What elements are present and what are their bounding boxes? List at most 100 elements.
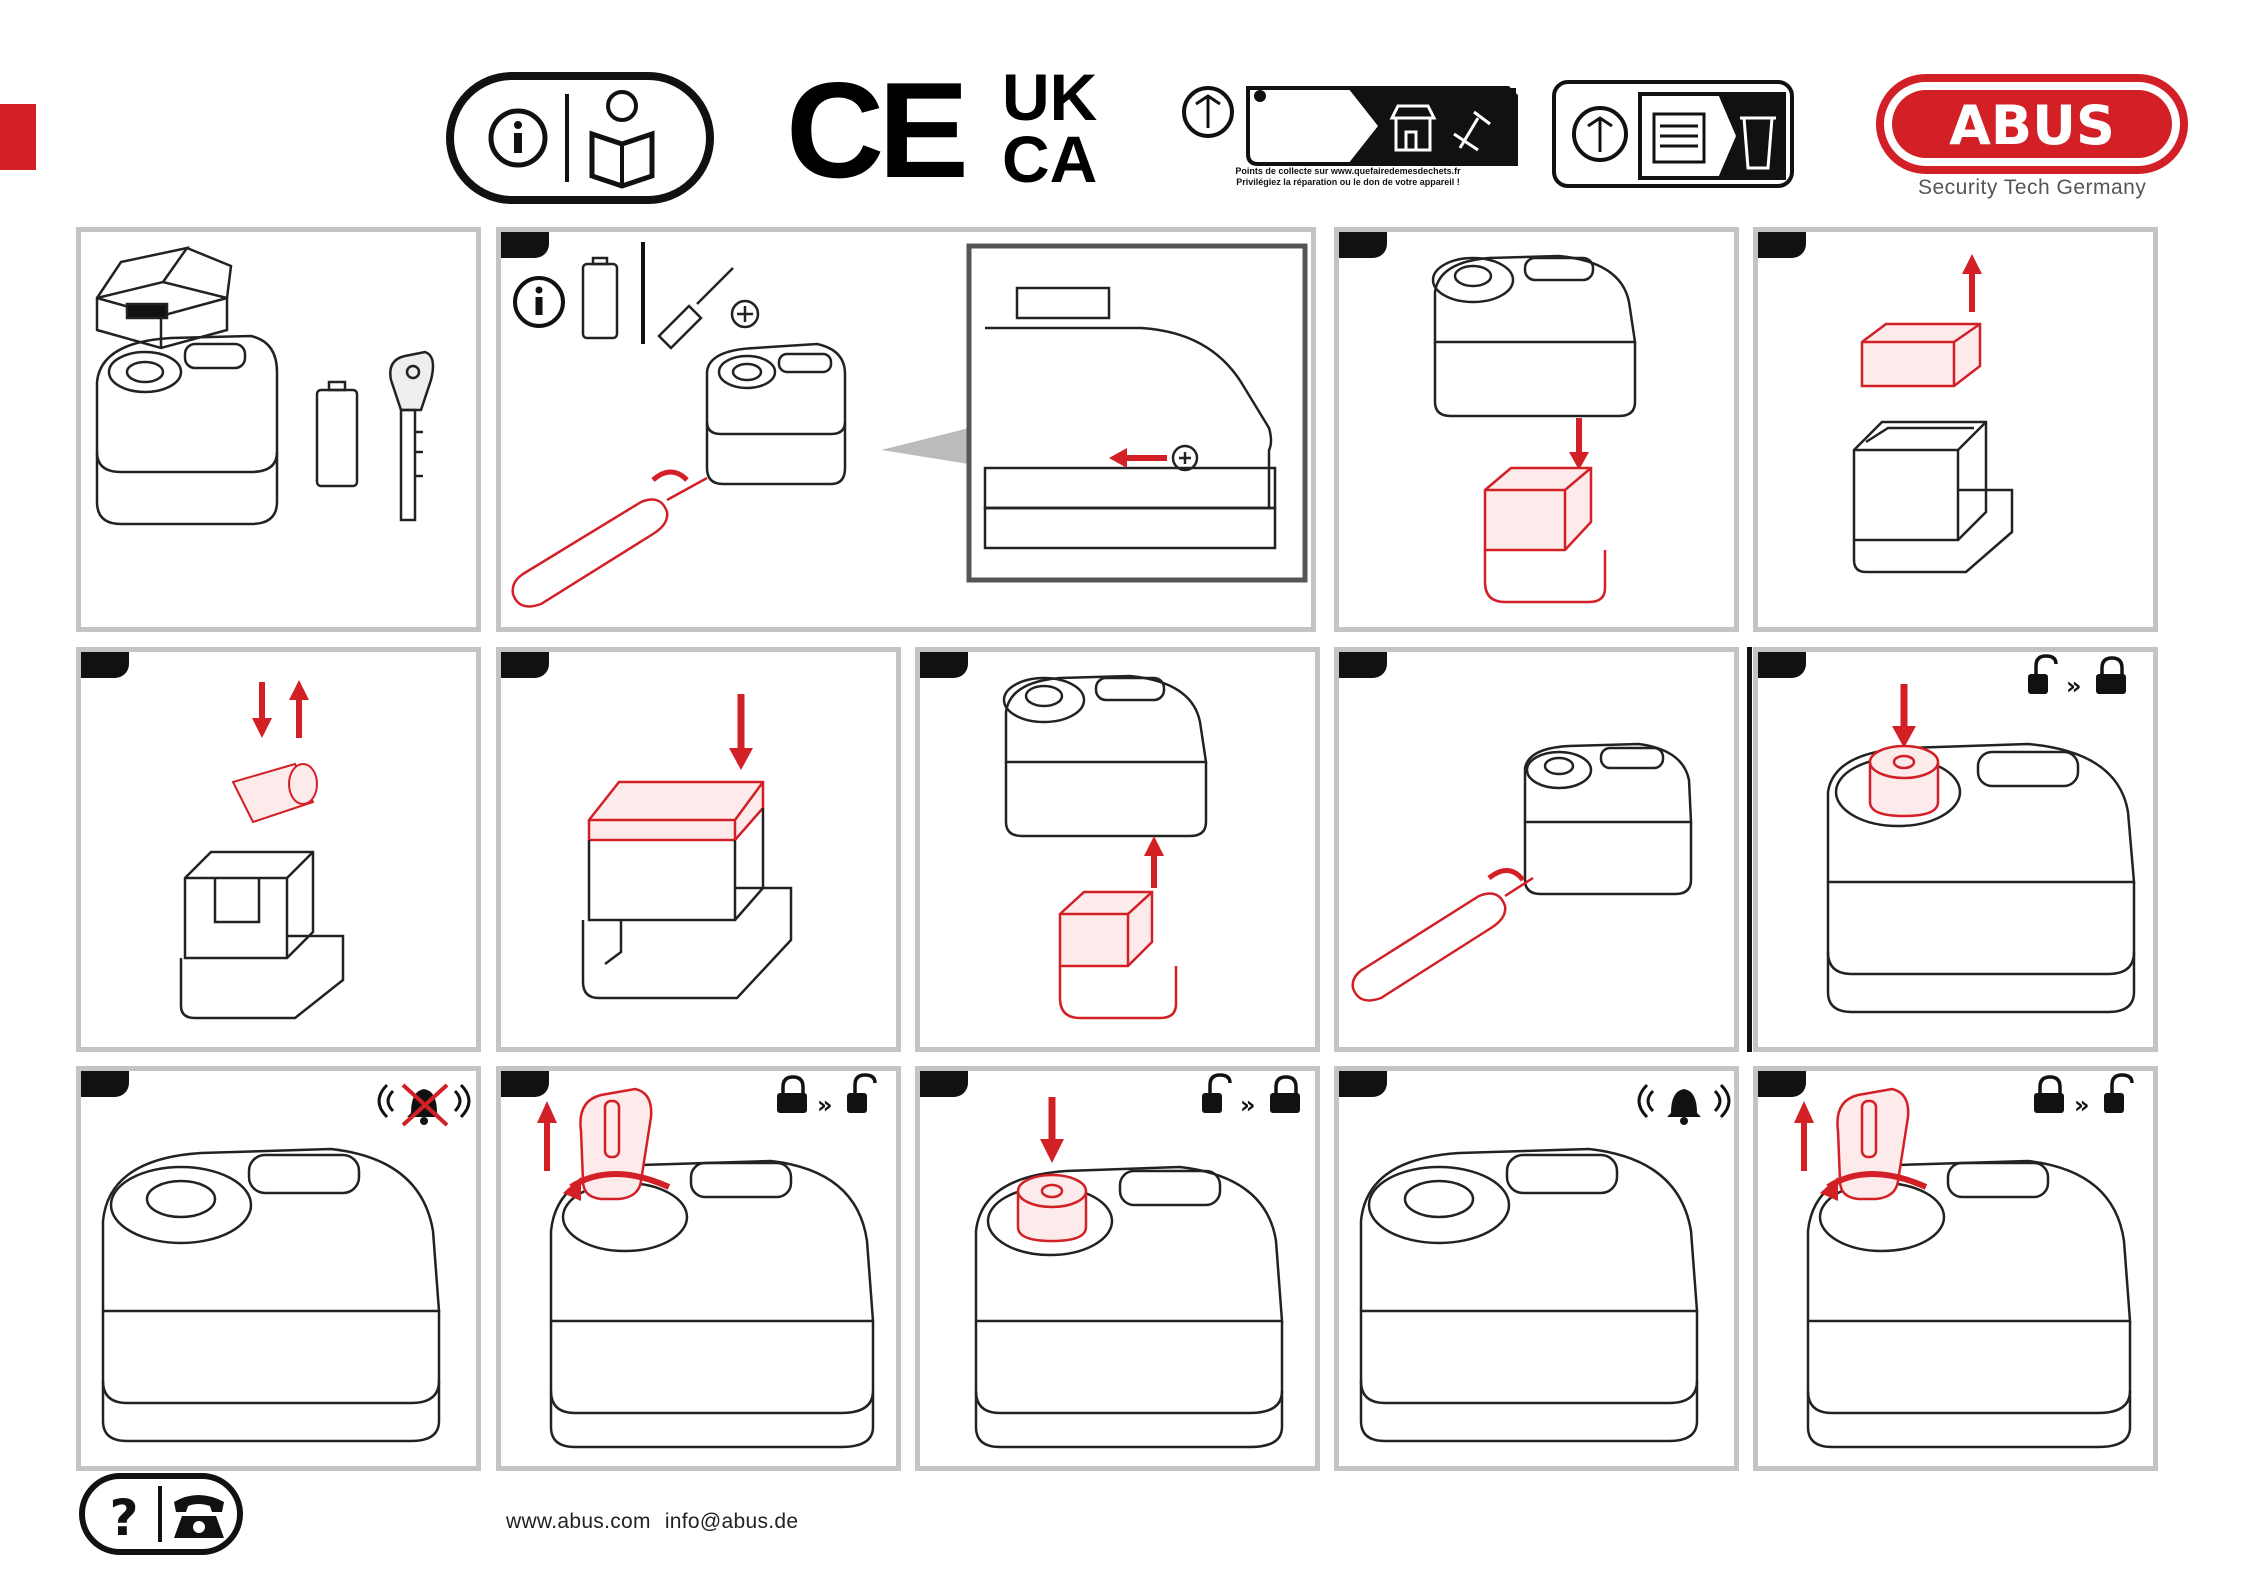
- section-divider: [1747, 647, 1752, 1052]
- step-panel-7: [915, 647, 1320, 1052]
- detail-zoom-frame: [969, 246, 1305, 580]
- box-icon: [97, 248, 231, 348]
- step-panel-2: [496, 227, 1316, 632]
- battery-icon: [317, 382, 357, 486]
- remove-cover-illustration: [1339, 232, 1734, 627]
- step-panel-13: [1334, 1066, 1739, 1471]
- alarm-on-icon: [1639, 1085, 1729, 1125]
- triman-collection-label: Points de collecte sur www.quefairedemes…: [1178, 78, 1518, 196]
- up-arrow: [1794, 1101, 1814, 1171]
- down-arrow: [1040, 1097, 1064, 1163]
- disc-lock-illustration: [1004, 676, 1206, 836]
- disc-lock-illustration: [1361, 1149, 1697, 1441]
- up-arrow: [537, 1101, 557, 1171]
- abus-logo: ABUS: [1876, 74, 2188, 174]
- disc-lock-illustration: [1808, 1161, 2130, 1447]
- step-panel-14: »: [1753, 1066, 2158, 1471]
- unscrew-battery-cover-illustration: [501, 232, 1311, 627]
- battery-icon: [583, 258, 617, 338]
- battery-compartment: [181, 852, 343, 1018]
- package-contents-illustration: [81, 232, 476, 627]
- disc-lock-illustration: [97, 336, 277, 524]
- recycling-text-line1: Points de collecte sur www.quefairedemes…: [1178, 166, 1518, 177]
- locked-to-open-icon: »: [777, 1075, 875, 1119]
- step-panel-1: [76, 227, 481, 632]
- support-badge: ?: [78, 1472, 244, 1556]
- lid-red: [1862, 324, 1980, 386]
- screwdriver-icon: [659, 268, 758, 348]
- svg-text:»: »: [2074, 1091, 2090, 1119]
- detail-zoom-illustration: [985, 288, 1275, 548]
- disc-lock-illustration: [103, 1149, 439, 1441]
- battery-cover-red: [1485, 468, 1605, 602]
- insert-battery-illustration: [81, 652, 476, 1047]
- step-panel-12: »: [915, 1066, 1320, 1471]
- triman-paper-label: [1550, 78, 1796, 190]
- triman-icon: [1184, 88, 1232, 136]
- email-link[interactable]: info@abus.de: [665, 1510, 799, 1533]
- step-panel-8: [1334, 647, 1739, 1052]
- key-red: [580, 1089, 651, 1199]
- page-edge-tab: [0, 104, 36, 170]
- close-lid-illustration: [501, 652, 896, 1047]
- contact-info: www.abus.com info@abus.de: [506, 1510, 812, 1534]
- info-icon: [491, 111, 545, 165]
- disc-lock-illustration: [1525, 744, 1691, 894]
- svg-text:»: »: [2066, 672, 2082, 700]
- down-arrow: [1569, 418, 1589, 470]
- svg-text:ABUS: ABUS: [1949, 94, 2115, 157]
- info-icon: [515, 278, 563, 326]
- down-arrow: [729, 694, 753, 770]
- step-panel-4: [1753, 227, 2158, 632]
- battery-red: [233, 764, 317, 822]
- up-arrow: [1962, 254, 1982, 312]
- alarm-armed-illustration: [1339, 1071, 1734, 1466]
- triman-icon: [1574, 108, 1626, 160]
- brand-tagline: Security Tech Germany: [1918, 176, 2146, 200]
- svg-text:»: »: [1240, 1091, 1256, 1119]
- svg-text:»: »: [817, 1091, 833, 1119]
- lid-red: [589, 782, 763, 840]
- disc-lock-illustration: [707, 344, 845, 484]
- cylinder-red: [1018, 1175, 1086, 1241]
- step-panel-3: [1334, 227, 1739, 632]
- recycling-text-line2: Privilégiez la réparation ou le don de v…: [1178, 177, 1518, 188]
- ukca-mark: UK CA: [1002, 66, 1097, 190]
- disc-lock-illustration: [551, 1161, 873, 1447]
- step-panel-6: [496, 647, 901, 1052]
- screwdriver-red: [513, 472, 707, 606]
- cylinder-red: [1870, 746, 1938, 816]
- alarm-off-icon: [379, 1085, 469, 1125]
- up-arrow: [1144, 836, 1164, 888]
- press-cylinder-illustration: »: [1758, 652, 2153, 1047]
- down-arrow: [1892, 684, 1916, 748]
- turn-key-unlock-illustration: »: [1758, 1071, 2153, 1466]
- tighten-screw-illustration: [1339, 652, 1734, 1047]
- step-panel-11: »: [496, 1066, 901, 1471]
- reattach-cover-illustration: [920, 652, 1315, 1047]
- lift-lid-illustration: [1758, 232, 2153, 627]
- battery-cover-red: [1060, 892, 1176, 1018]
- key-red: [1837, 1089, 1908, 1199]
- screwdriver-red: [1353, 870, 1533, 1000]
- phone-icon: [174, 1495, 224, 1538]
- step-panel-9: »: [1753, 647, 2158, 1052]
- disc-lock-illustration: [1433, 256, 1635, 416]
- battery-compartment: [1854, 422, 2012, 572]
- press-cylinder-illustration: »: [920, 1071, 1315, 1466]
- question-icon: ?: [109, 1489, 138, 1547]
- step-panel-10: [76, 1066, 481, 1471]
- paper-icon: [1654, 114, 1704, 162]
- step-panel-5: [76, 647, 481, 1052]
- locked-to-open-icon: »: [2034, 1075, 2132, 1119]
- website-link[interactable]: www.abus.com: [506, 1510, 651, 1533]
- ce-mark: CE: [786, 62, 963, 198]
- read-manual-icon: [592, 92, 652, 186]
- open-to-locked-icon: »: [2028, 656, 2126, 700]
- slide-left-arrow: [1109, 448, 1167, 468]
- alarm-disarmed-illustration: [81, 1071, 476, 1466]
- turn-key-unlock-illustration: »: [501, 1071, 896, 1466]
- key-icon: [390, 352, 433, 520]
- open-to-locked-icon: »: [1202, 1075, 1300, 1119]
- read-manual-badge: [446, 72, 716, 206]
